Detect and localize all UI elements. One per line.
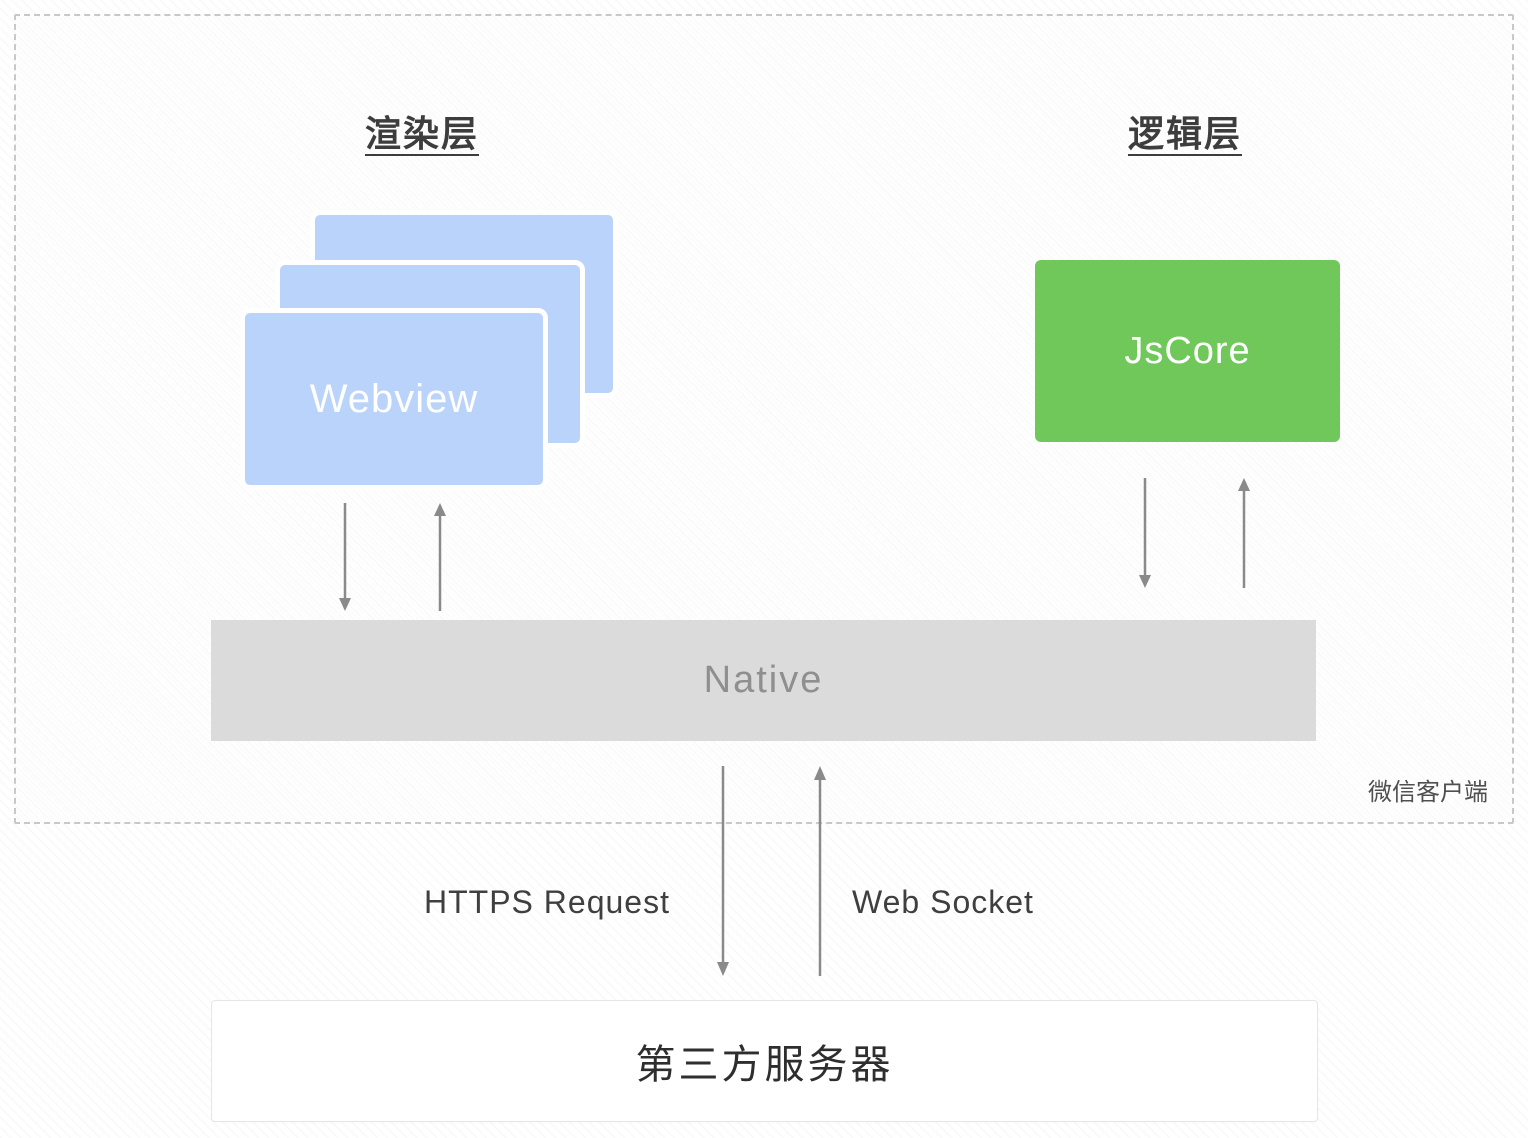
webview-to-native-arrow	[339, 503, 351, 611]
web-socket-arrow	[814, 766, 826, 976]
web-socket-label: Web Socket	[852, 884, 1034, 920]
jscore-card: JsCore	[1035, 260, 1340, 442]
https-request-arrow	[717, 766, 729, 976]
native-to-jscore-arrow	[1238, 478, 1250, 588]
webview-card-front: Webview	[240, 308, 548, 490]
third-party-server-label: 第三方服务器	[635, 1043, 894, 1087]
wechat-client-label: 微信客户端	[1368, 779, 1488, 806]
webview-label: Webview	[309, 376, 479, 421]
logic-layer-title: 逻辑层	[1128, 113, 1243, 154]
third-party-server-box: 第三方服务器	[211, 1000, 1318, 1122]
https-request-label: HTTPS Request	[424, 884, 670, 920]
native-label: Native	[703, 659, 824, 701]
native-bar: Native	[211, 620, 1316, 741]
rendering-layer-title: 渲染层	[365, 113, 480, 154]
native-to-webview-arrow	[434, 503, 446, 611]
jscore-label: JsCore	[1124, 329, 1251, 372]
jscore-to-native-arrow	[1139, 478, 1151, 588]
